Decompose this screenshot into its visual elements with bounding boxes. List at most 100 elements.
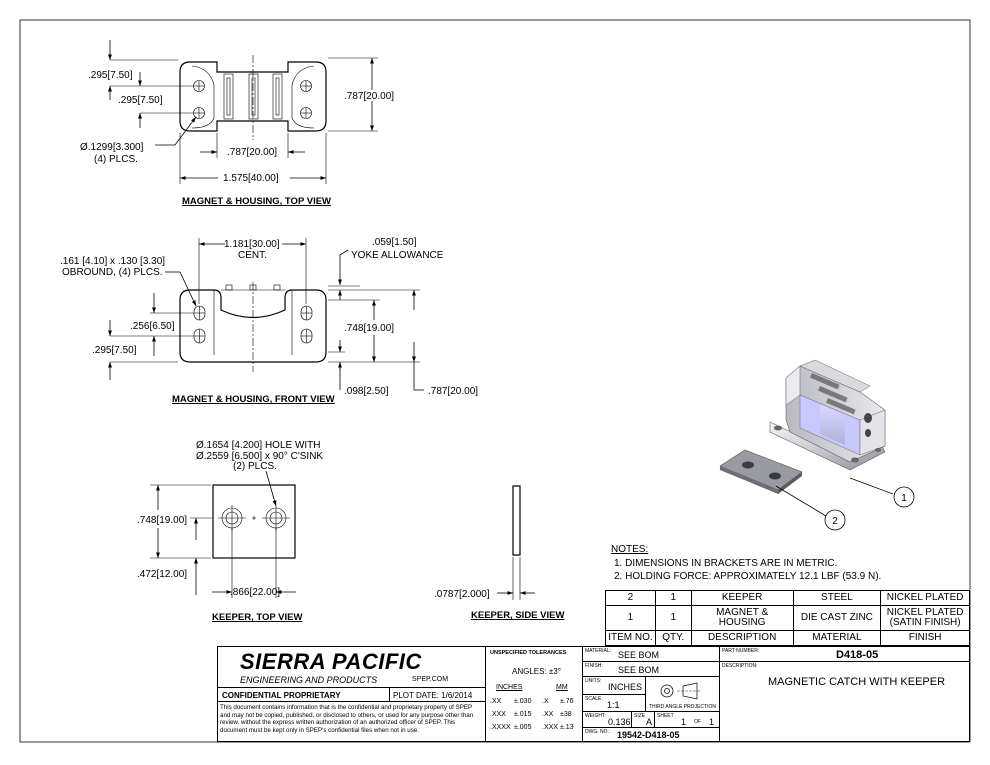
bom-cell: 1 <box>654 590 692 606</box>
note-2: 2. HOLDING FORCE: APPROXIMATELY 12.1 LBF… <box>614 571 882 582</box>
sheet-of-value: 1 <box>709 717 715 727</box>
top-widthm: 40.00 <box>251 173 276 184</box>
keeper-pitch: .866 <box>230 587 250 598</box>
title-block: SIERRA PACIFIC ENGINEERING AND PRODUCTS … <box>217 646 970 742</box>
keeper-top-view: Ø.1654 [4.200] HOLE WITH Ø.2559 [6.500] … <box>137 440 323 623</box>
sheet-value: 1 <box>681 717 687 727</box>
svg-text:1.181[30.00]: 1.181[30.00] <box>224 239 280 250</box>
bom-row: 2 1 KEEPER STEEL NICKEL PLATED <box>605 590 970 606</box>
confidential-label: CONFIDENTIAL PROPRIETARY INFORMATION <box>222 691 341 701</box>
bom-cell: MAGNET & HOUSING <box>690 605 794 631</box>
front-centm: 30.00 <box>252 239 277 250</box>
scale-value: 1:1 <box>607 700 620 710</box>
svg-text:.866[22.00]: .866[22.00] <box>230 587 280 598</box>
part-number: D418-05 <box>836 649 879 661</box>
top-holem: 3.300 <box>116 142 141 153</box>
front-yokem: 1.50 <box>394 237 414 248</box>
svg-text:.295[7.50]: .295[7.50] <box>118 95 163 106</box>
bom-header: ITEM NO. QTY. DESCRIPTION MATERIAL FINIS… <box>605 630 970 646</box>
top-width: 1.575 <box>223 173 248 184</box>
front-cent: 1.181 <box>224 239 249 250</box>
front-flange: .098 <box>344 386 364 397</box>
size-value: A <box>646 717 653 727</box>
bom-cell: 2 <box>605 590 656 606</box>
svg-text:.059[1.50]: .059[1.50] <box>372 237 417 248</box>
top-d2m: 7.50 <box>140 95 160 106</box>
top-innerm: 20.00 <box>249 147 274 158</box>
projection-label: THIRD ANGLE PROJECTION <box>649 704 716 710</box>
top-hole-qty: (4) PLCS. <box>94 154 138 165</box>
tol-title: UNSPECIFIED TOLERANCES <box>490 650 567 656</box>
finish-value: SEE BOM <box>618 665 660 675</box>
tol-angles: ANGLES: ±3° <box>512 667 561 676</box>
front-bottomm: 7.50 <box>114 345 134 356</box>
balloon-1: 1 <box>849 477 915 508</box>
keeper-hole2: Ø.2559 [6.500] x 90° C'SINK <box>196 451 323 462</box>
material-value: SEE BOM <box>618 650 660 660</box>
notes-title: NOTES: <box>611 544 649 555</box>
front-yoke-label: YOKE ALLOWANCE <box>351 250 444 261</box>
front-flangem: 2.50 <box>366 386 386 397</box>
front-view-title: MAGNET & HOUSING, FRONT VIEW <box>172 394 335 405</box>
bom-cell: DIE CAST ZINC <box>792 605 882 631</box>
bom-header-cell: FINISH <box>880 630 970 646</box>
tolerance-block: UNSPECIFIED TOLERANCES ANGLES: ±3° INCHE… <box>485 646 583 742</box>
front-overall: .787 <box>428 386 448 397</box>
size-cell: SIZE A <box>631 711 655 728</box>
sheet-border <box>19 19 971 743</box>
plot-date-cell: PLOT DATE: 1/6/2014 <box>389 687 486 702</box>
units-cell: UNITS: INCHES <box>582 676 646 695</box>
company-sub: ENGINEERING AND PRODUCTS <box>240 675 378 685</box>
top-height: .787 <box>344 91 364 102</box>
bill-of-materials: 2 1 KEEPER STEEL NICKEL PLATED 1 1 MAGNE… <box>605 590 970 646</box>
plot-date-label: PLOT DATE: <box>393 691 439 700</box>
top-d1m: 7.50 <box>110 70 130 81</box>
legal-text: This document contains information that … <box>220 704 474 734</box>
front-bottom: .295 <box>92 345 112 356</box>
top-d1: .295 <box>88 70 108 81</box>
front-body: .748 <box>344 323 364 334</box>
tol-row: .XX±.030.X±.76 <box>490 698 574 705</box>
front-overallm: 20.00 <box>450 386 475 397</box>
top-view-title: MAGNET & HOUSING, TOP VIEW <box>182 196 331 207</box>
keeper-heightm: 19.00 <box>159 515 184 526</box>
svg-text:.295[7.50]: .295[7.50] <box>92 345 137 356</box>
keeper-bottomm: 12.00 <box>159 569 184 580</box>
weight-cell: WEIGHT: 0.136 <box>582 711 632 728</box>
legal-cell: This document contains information that … <box>217 701 486 742</box>
part-number-cell: PART NUMBER: D418-05 <box>719 646 970 662</box>
svg-text:.295[7.50]: .295[7.50] <box>88 70 133 81</box>
top-d2: .295 <box>118 95 138 106</box>
dwg-cell: DWG. NO.: 19542-D418-05 <box>582 727 720 742</box>
bom-cell: NICKEL PLATED <box>880 590 970 606</box>
top-hole: Ø.1299 <box>80 142 113 153</box>
tol-mm: MM <box>556 684 568 691</box>
top-heightm: 20.00 <box>366 91 391 102</box>
bom-header-cell: QTY. <box>654 630 692 646</box>
svg-text:.748[19.00]: .748[19.00] <box>137 515 187 526</box>
svg-text:1.575[40.00]: 1.575[40.00] <box>223 173 279 184</box>
tol-inches: INCHES <box>496 684 523 691</box>
bom-cell: 1 <box>654 605 692 631</box>
dwg-number: 19542-D418-05 <box>617 730 680 740</box>
company-block: SIERRA PACIFIC ENGINEERING AND PRODUCTS … <box>217 646 486 688</box>
svg-text:Ø.1299[3.300]: Ø.1299[3.300] <box>80 142 144 153</box>
balloon-2-label: 2 <box>832 516 838 527</box>
keeper-hole1: Ø.1654 [4.200] HOLE WITH <box>196 440 321 451</box>
keeper-side-view: .0787[2.000] KEEPER, SIDE VIEW <box>434 485 564 621</box>
keeper-pitchm: 22.00 <box>252 587 277 598</box>
front-slot: .161 [4.10] x .130 [3.30] <box>60 256 165 267</box>
front-pitchm: 6.50 <box>152 321 172 332</box>
plot-date: 1/6/2014 <box>441 691 473 700</box>
isometric-view <box>719 359 886 494</box>
bom-header-cell: DESCRIPTION <box>690 630 794 646</box>
balloon-2: 2 <box>775 485 846 531</box>
side-thickm: 2.000 <box>462 589 487 600</box>
side-thick: .0787 <box>434 589 459 600</box>
confidential-cell: CONFIDENTIAL PROPRIETARY INFORMATION <box>217 687 390 702</box>
svg-text:.787[20.00]: .787[20.00] <box>428 386 478 397</box>
description-cell: DESCRIPTION: MAGNETIC CATCH WITH KEEPER <box>719 661 970 742</box>
tol-row: .XXXX±.005.XXX±.13 <box>490 724 574 731</box>
keeper-hole3: (2) PLCS. <box>233 461 277 472</box>
